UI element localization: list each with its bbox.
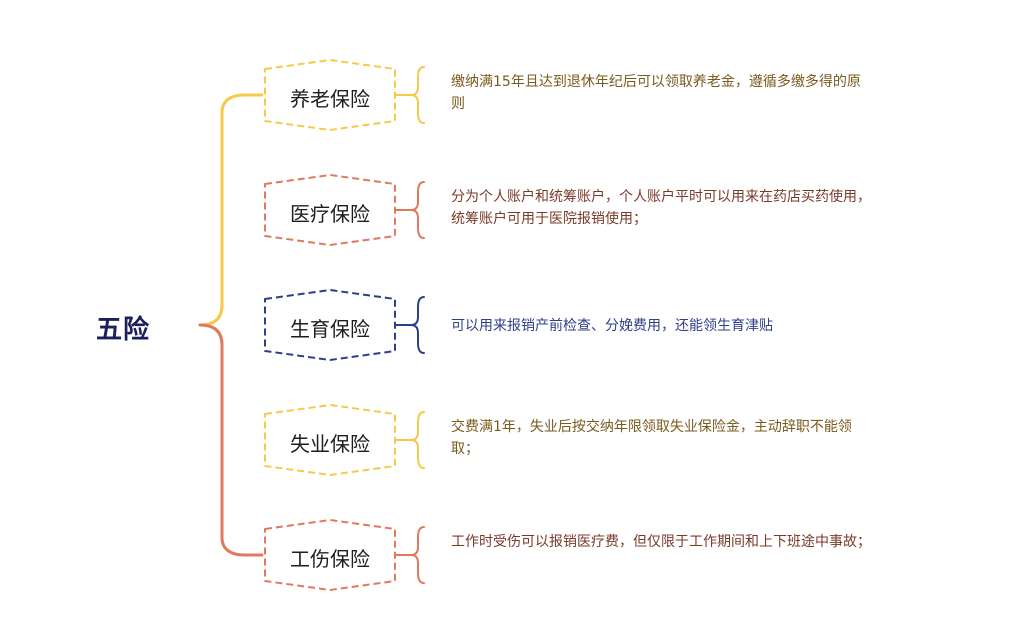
node-label-medical: 医疗保险	[290, 202, 370, 226]
node-shape-unemployment	[264, 404, 396, 476]
root-title: 五险	[96, 315, 151, 345]
node-label-unemployment: 失业保险	[290, 432, 370, 456]
brace-pension	[410, 66, 425, 124]
node-shape-injury	[264, 519, 396, 591]
node-shape-maternity	[264, 289, 396, 361]
brace-unemployment	[410, 411, 425, 469]
brace-maternity	[410, 296, 425, 354]
desc-maternity: 可以用来报销产前检查、分娩费用，还能领生育津贴	[451, 318, 773, 334]
desc-injury: 工作时受伤可以报销医疗费，但仅限于工作期间和上下班途中事故；	[451, 534, 871, 550]
brace-medical	[410, 181, 425, 239]
node-label-maternity: 生育保险	[290, 317, 370, 341]
node-shape-medical	[264, 174, 396, 246]
node-shape-pension	[264, 59, 396, 131]
brace-injury	[410, 526, 425, 584]
desc-medical: 分为个人账户和统筹账户，个人账户平时可以用来在药店买药使用，统筹账户可用于医院报…	[451, 189, 871, 227]
desc-pension: 缴纳满15年且达到退休年纪后可以领取养老金，遵循多缴多得的原则	[451, 74, 861, 112]
node-label-injury: 工伤保险	[290, 547, 370, 571]
desc-unemployment: 交费满1年，失业后按交纳年限领取失业保险金，主动辞职不能领取；	[451, 419, 852, 457]
node-label-pension: 养老保险	[290, 87, 370, 111]
